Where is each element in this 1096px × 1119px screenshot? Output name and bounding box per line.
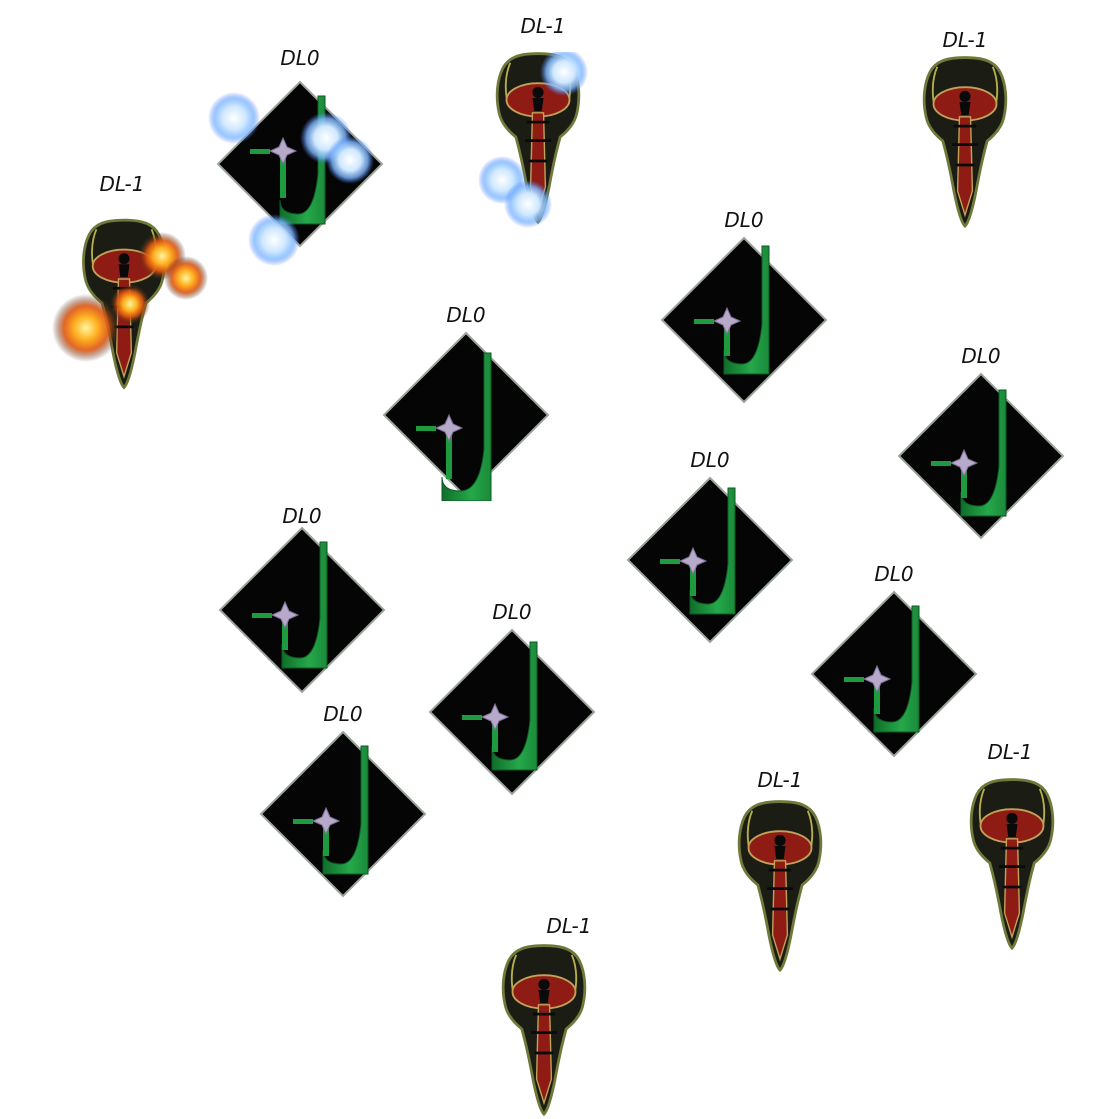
unit-ship[interactable]: DL-1 — [478, 14, 608, 230]
cruiser-ship-icon — [78, 212, 170, 392]
cruiser-ship-icon — [916, 52, 1014, 228]
energy-turret-icon — [895, 370, 1067, 542]
energy-turret-icon — [216, 524, 388, 696]
unit-label: DL0 — [426, 600, 598, 624]
unit-diamond[interactable]: DL0 — [808, 562, 980, 762]
unit-label: DL0 — [257, 702, 429, 726]
energy-turret-icon — [624, 474, 796, 646]
unit-diamond[interactable]: DL0 — [624, 448, 796, 648]
energy-turret-icon — [214, 78, 386, 250]
cruiser-ship-icon — [494, 940, 594, 1116]
unit-label: DL0 — [895, 344, 1067, 368]
cruiser-ship-icon — [488, 48, 588, 224]
unit-label: DL0 — [624, 448, 796, 472]
unit-ship[interactable]: DL-1 — [490, 914, 606, 1118]
unit-label: DL-1 — [950, 740, 1070, 764]
unit-ship[interactable]: DL-1 — [722, 768, 838, 974]
unit-ship[interactable]: DL-1 — [958, 740, 1070, 952]
unit-diamond[interactable]: DL0 — [380, 303, 552, 503]
unit-label: DL0 — [658, 208, 830, 232]
energy-turret-icon — [426, 626, 598, 798]
energy-turret-icon — [808, 588, 980, 760]
energy-turret-icon — [257, 728, 429, 900]
unit-diamond[interactable]: DL0 — [426, 600, 598, 800]
unit-ship[interactable]: DL-1 — [32, 172, 224, 394]
unit-diamond[interactable]: DL0 — [895, 344, 1067, 544]
unit-label: DL-1 — [468, 14, 618, 38]
unit-label: DL0 — [214, 46, 386, 70]
unit-diamond[interactable]: DL0 — [214, 46, 386, 256]
unit-label: DL-1 — [910, 28, 1020, 52]
unit-diamond[interactable]: DL0 — [257, 702, 429, 902]
energy-turret-icon — [380, 329, 552, 501]
energy-turret-icon — [658, 234, 830, 406]
unit-diamond[interactable]: DL0 — [216, 504, 388, 704]
cruiser-ship-icon — [730, 796, 830, 972]
unit-label: DL-1 — [512, 914, 626, 938]
cruiser-ship-icon — [962, 774, 1062, 950]
unit-label: DL-1 — [722, 768, 838, 792]
unit-label: DL0 — [808, 562, 980, 586]
unit-label: DL-1 — [20, 172, 224, 196]
unit-label: DL0 — [380, 303, 552, 327]
unit-diamond[interactable]: DL0 — [658, 208, 830, 408]
unit-ship[interactable]: DL-1 — [910, 28, 1020, 232]
